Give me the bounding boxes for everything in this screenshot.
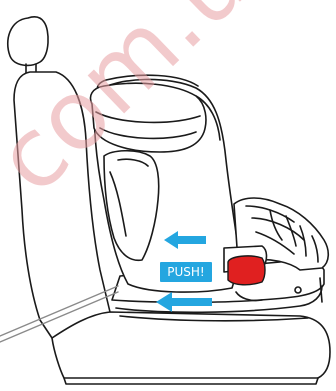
vehicle-headrest <box>8 17 48 66</box>
vehicle-seat-cushion <box>52 312 330 378</box>
release-button <box>228 256 265 285</box>
push-label: PUSH! <box>160 262 212 282</box>
